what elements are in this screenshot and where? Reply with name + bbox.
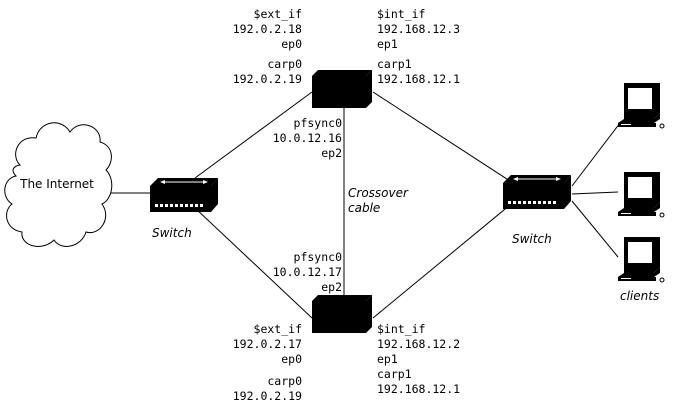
fw2-carp0-label: carp0 — [267, 374, 302, 388]
connection-lines — [106, 91, 621, 319]
clients-label: clients — [620, 289, 659, 303]
fw2-ext-labels: $ext_if 192.0.2.17 ep0 carp0 192.0.2.19 — [233, 322, 302, 403]
switch-left — [150, 178, 218, 212]
fw1-int-ip: 192.168.12.3 — [377, 22, 460, 36]
fw2-ext-dev: ep0 — [281, 352, 302, 366]
fw2-pfsync-labels: pfsync0 10.0.12.17 ep2 — [273, 250, 342, 294]
fw1-ext-label: $ext_if — [254, 7, 302, 21]
fw1-ext-ip: 192.0.2.18 — [233, 22, 302, 36]
fw1-ext-dev: ep0 — [281, 37, 302, 51]
fw2-carp1-label: carp1 — [377, 367, 412, 381]
fw1-int-label: $int_if — [377, 7, 425, 21]
crossover-label: Crossover cable — [348, 186, 409, 215]
crossover-line2: cable — [348, 201, 380, 215]
fw1-pfsync-labels: pfsync0 10.0.12.16 ep2 — [273, 116, 342, 160]
fw1-carp1-ip: 192.168.12.1 — [377, 72, 460, 86]
link-fw1-switch-right — [372, 91, 511, 182]
fw2-int-dev: ep1 — [377, 352, 398, 366]
client-computer-1-icon — [618, 83, 665, 129]
fw2-carp1-ip: 192.168.12.1 — [377, 382, 460, 396]
fw1-int-dev: ep1 — [377, 37, 398, 51]
link-switch-right-client3 — [571, 200, 619, 258]
fw2-int-labels: $int_if 192.168.12.2 ep1 carp1 192.168.1… — [377, 322, 460, 396]
fw1-pfsync-ip: 10.0.12.16 — [273, 131, 342, 145]
fw2-ext-label: $ext_if — [254, 322, 302, 336]
link-switch-right-client2 — [571, 191, 619, 195]
fw1-ext-labels: $ext_if 192.0.2.18 ep0 carp0 192.0.2.19 — [233, 7, 302, 86]
fw2-int-ip: 192.168.12.2 — [377, 337, 460, 351]
switch-right-label: Switch — [512, 232, 552, 246]
fw2-ext-ip: 192.0.2.17 — [233, 337, 302, 351]
fw2-carp0-ip: 192.0.2.19 — [233, 389, 302, 403]
switch-left-label: Switch — [152, 226, 192, 240]
fw1-pfsync-label: pfsync0 — [294, 116, 343, 130]
firewall-1-box — [312, 70, 372, 108]
fw1-int-labels: $int_if 192.168.12.3 ep1 carp1 192.168.1… — [377, 7, 460, 86]
internet-label: The Internet — [19, 177, 94, 191]
link-switch-right-client1 — [571, 122, 621, 187]
fw2-int-label: $int_if — [377, 322, 425, 336]
internet-cloud-icon: The Internet — [4, 122, 113, 247]
link-switch-left-fw1 — [194, 91, 313, 179]
firewall-2-box — [312, 295, 372, 333]
fw1-pfsync-dev: ep2 — [321, 146, 342, 160]
client-computer-3-icon — [618, 237, 665, 283]
crossover-line1: Crossover — [348, 186, 409, 200]
fw1-carp0-ip: 192.0.2.19 — [233, 72, 302, 86]
fw1-carp0-label: carp0 — [267, 57, 302, 71]
switch-right — [503, 175, 571, 209]
link-switch-left-fw2 — [194, 207, 313, 319]
fw2-pfsync-label: pfsync0 — [294, 250, 343, 264]
client-computer-2-icon — [618, 172, 665, 218]
fw1-carp1-label: carp1 — [377, 57, 412, 71]
fw2-pfsync-ip: 10.0.12.17 — [273, 265, 342, 279]
link-fw2-switch-right — [372, 204, 511, 319]
fw2-pfsync-dev: ep2 — [321, 280, 342, 294]
